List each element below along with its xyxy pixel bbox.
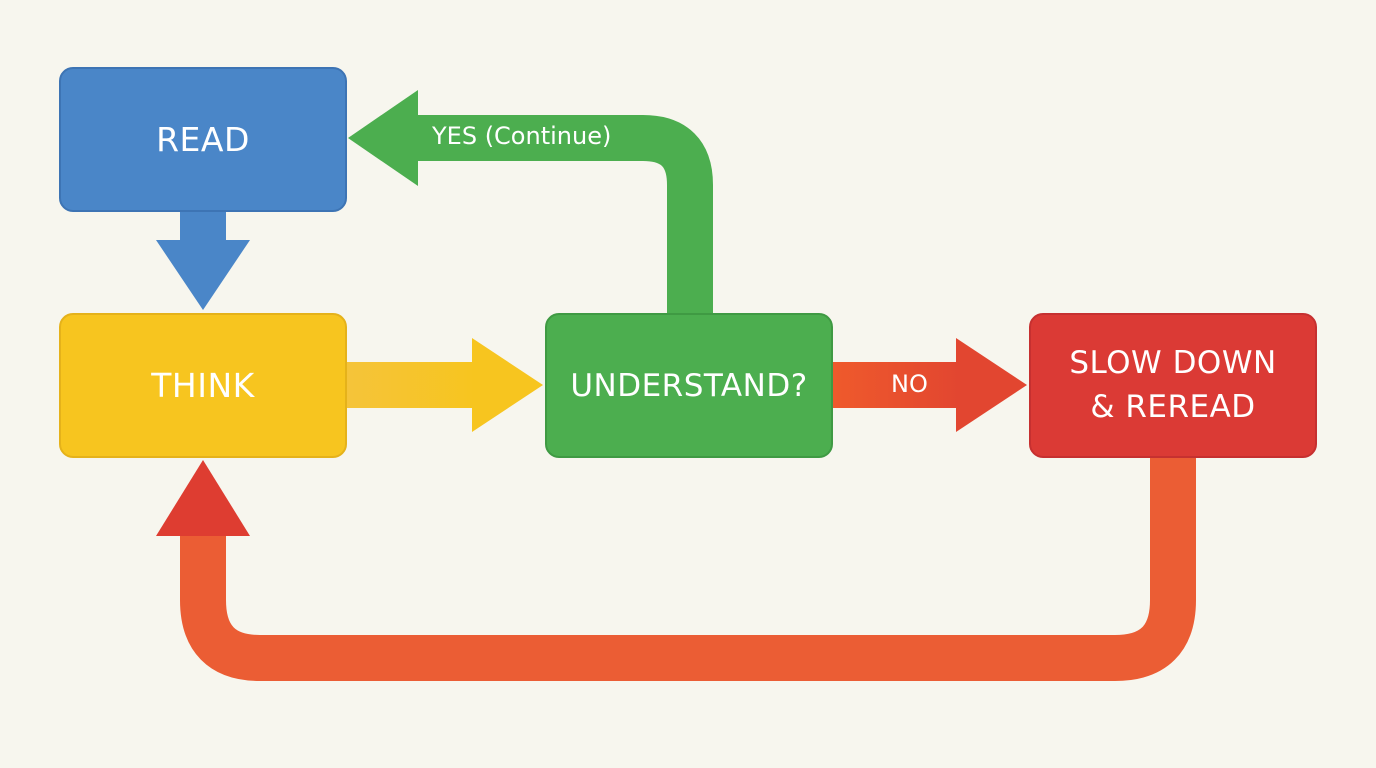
read-step[interactable]: READ bbox=[59, 67, 347, 212]
arrow-think-to-understand bbox=[347, 338, 543, 432]
slow-down-label: SLOW DOWN & REREAD bbox=[1069, 342, 1276, 429]
slow-down-label-line-2: & REREAD bbox=[1090, 388, 1256, 425]
slow-down-label-line-1: SLOW DOWN bbox=[1069, 345, 1277, 382]
yes-edge-label: YES (Continue) bbox=[432, 122, 612, 150]
think-label: THINK bbox=[151, 366, 255, 405]
no-edge-label: NO bbox=[891, 370, 928, 398]
arrow-read-to-think bbox=[156, 212, 250, 310]
arrow-understand-to-read bbox=[348, 90, 713, 313]
understand-label: UNDERSTAND? bbox=[570, 367, 808, 404]
read-label: READ bbox=[156, 120, 250, 159]
think-step[interactable]: THINK bbox=[59, 313, 347, 458]
slow-down-step[interactable]: SLOW DOWN & REREAD bbox=[1029, 313, 1317, 458]
arrow-slow-down-to-think bbox=[156, 458, 1196, 681]
arrow-understand-to-slow-down bbox=[833, 338, 1027, 432]
understand-decision[interactable]: UNDERSTAND? bbox=[545, 313, 833, 458]
